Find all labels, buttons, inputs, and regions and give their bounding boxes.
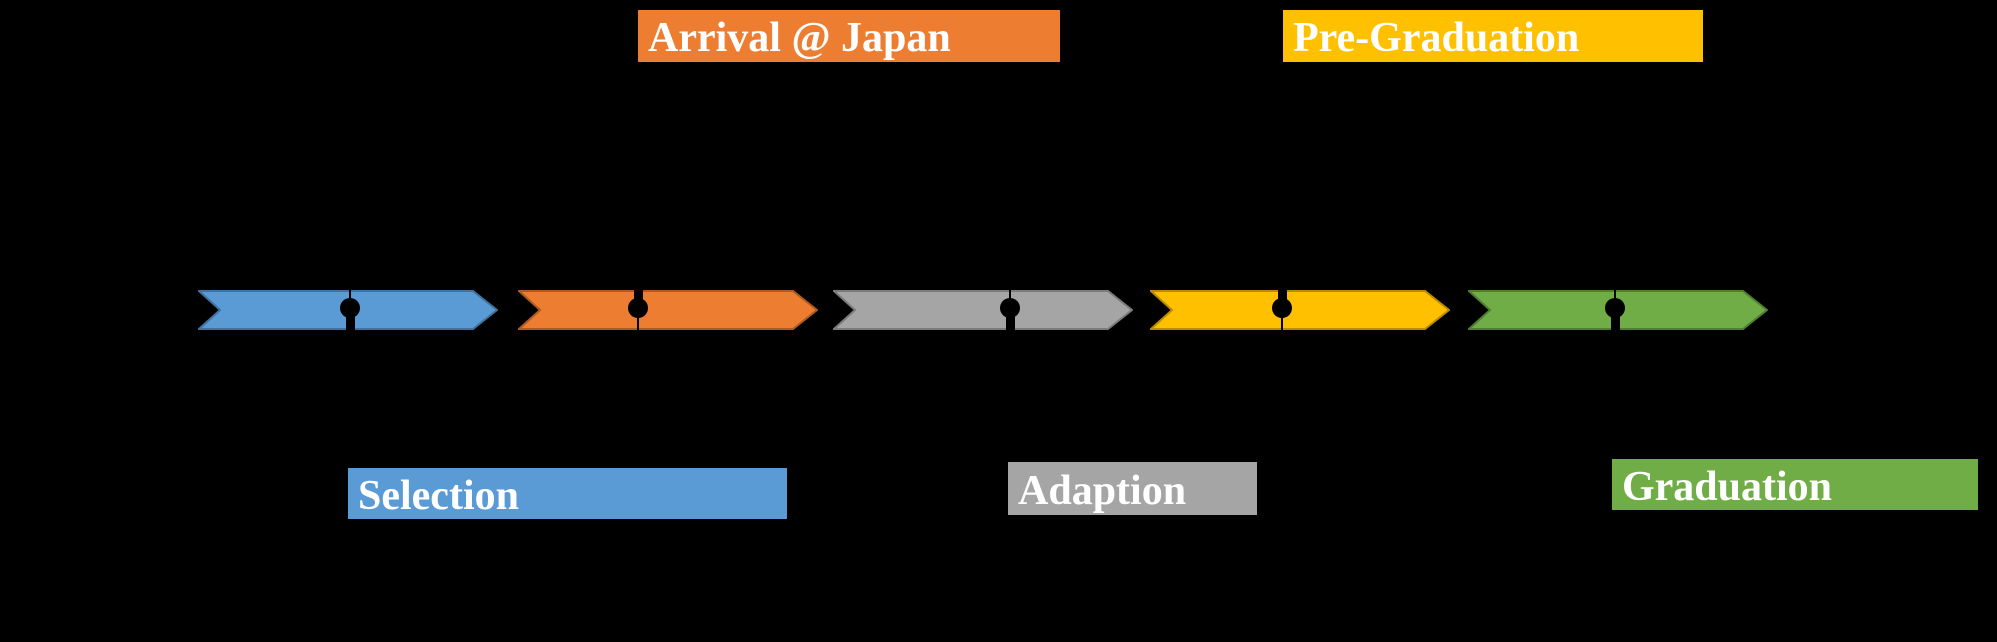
timeline-segment-arrival-japan	[518, 290, 818, 330]
milestone-stem	[346, 307, 355, 330]
callout-pre-graduation: Pre-Graduation	[1283, 10, 1703, 62]
milestone-dot	[1605, 298, 1625, 318]
callout-graduation: Graduation	[1612, 459, 1978, 510]
callout-pre-graduation-label: Pre-Graduation	[1293, 15, 1580, 61]
milestone-dot	[1272, 298, 1292, 318]
callout-arrival-japan-label: Arrival @ Japan	[648, 15, 951, 61]
milestone-dot	[628, 298, 648, 318]
timeline-segment-adaption	[833, 290, 1133, 330]
callout-graduation-label: Graduation	[1622, 463, 1833, 510]
chevron-arrow-shape	[1150, 290, 1450, 330]
milestone-stem	[1006, 307, 1015, 330]
timeline-segment-pre-graduation	[1150, 290, 1450, 330]
milestone-dot	[1000, 298, 1020, 318]
timeline-segment-graduation	[1468, 290, 1768, 330]
callout-adaption-label: Adaption	[1018, 467, 1187, 514]
callout-selection-label: Selection	[358, 472, 519, 519]
timeline-segment-selection	[198, 290, 498, 330]
callout-arrival-japan: Arrival @ Japan	[638, 10, 1060, 62]
callout-adaption: Adaption	[1008, 462, 1257, 515]
milestone-stem	[1611, 307, 1620, 330]
chevron-arrow-shape	[518, 290, 818, 330]
callout-selection: Selection	[348, 468, 787, 519]
milestone-dot	[340, 298, 360, 318]
chevron-arrow-shape	[833, 290, 1133, 330]
